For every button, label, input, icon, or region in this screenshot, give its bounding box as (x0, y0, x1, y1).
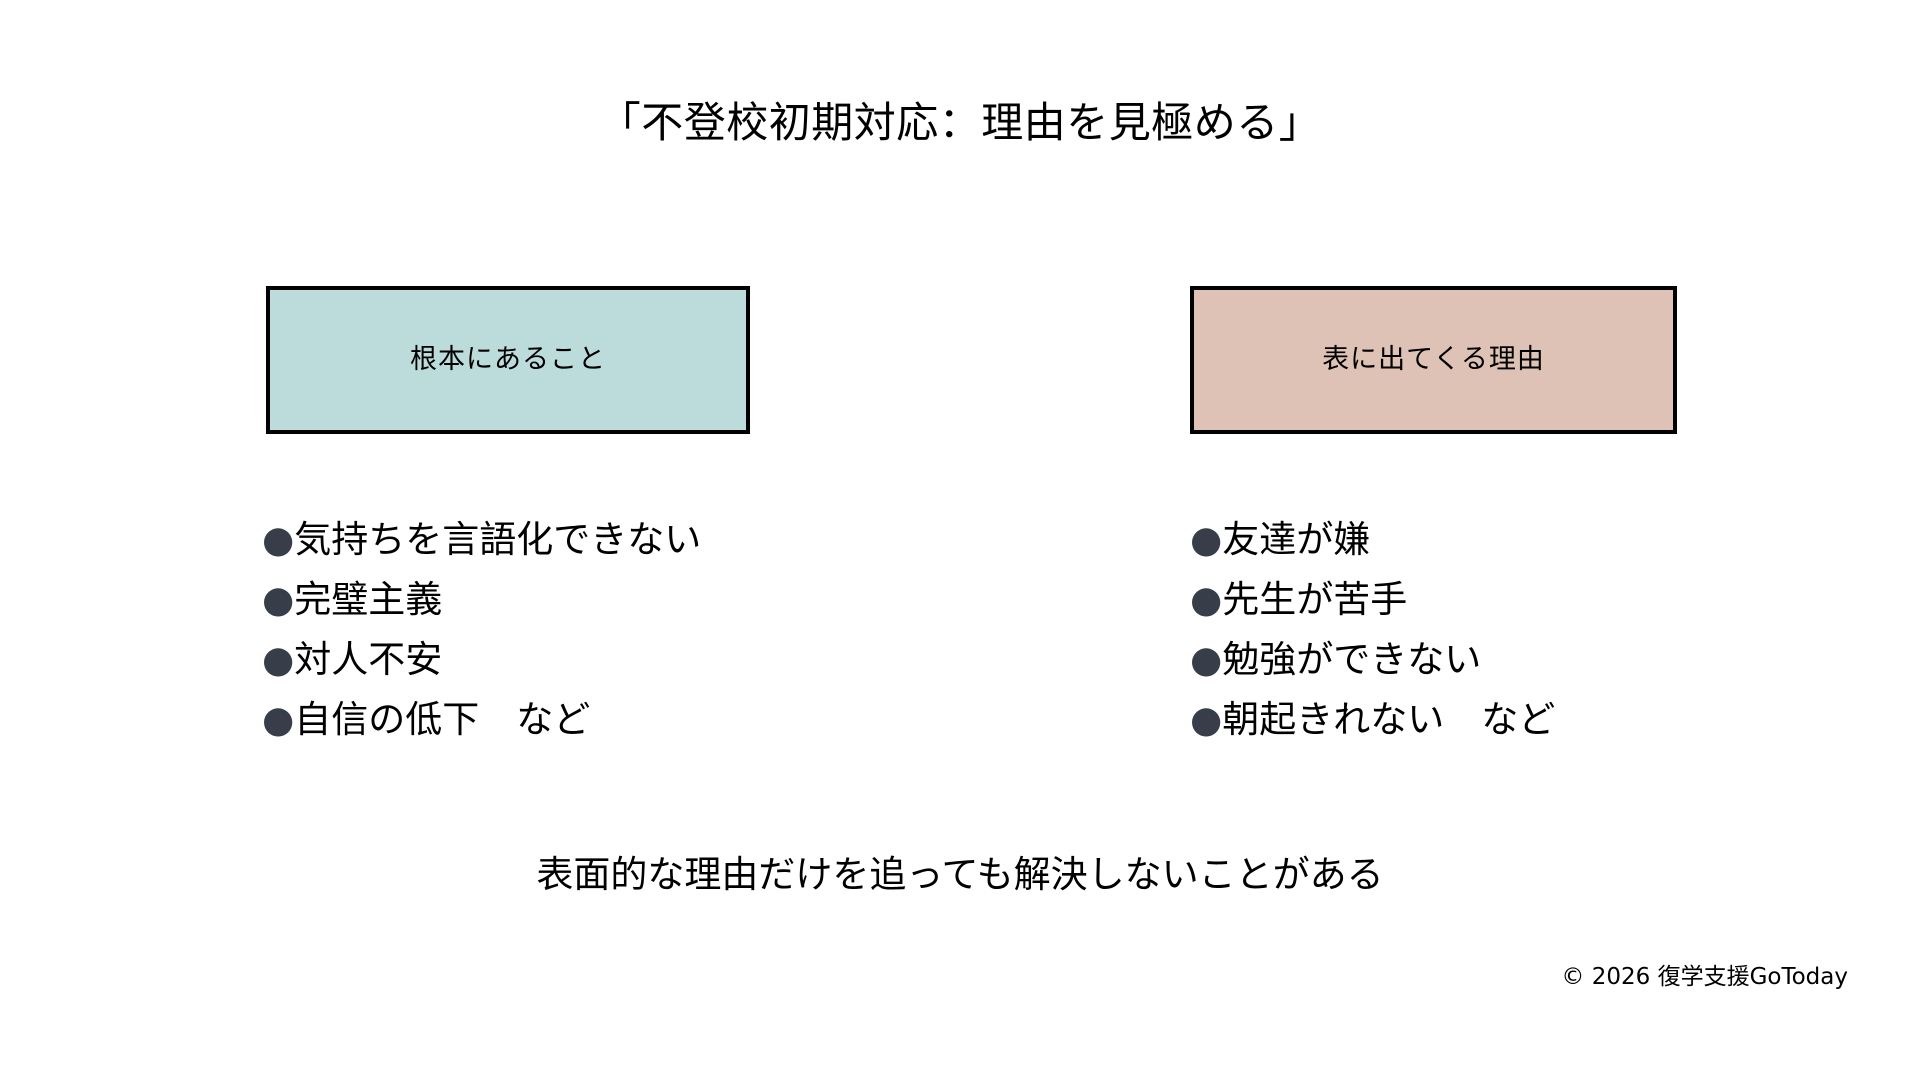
list-item-label: 朝起きれない など (1222, 698, 1556, 741)
list-item-label: 勉強ができない (1222, 638, 1482, 681)
bullet-list-surface-reasons: ● 友達が嫌 ● 先生が苦手 ● 勉強ができない ● 朝起きれない など (1190, 510, 1810, 750)
list-item: ● 気持ちを言語化できない (262, 510, 882, 570)
bullet-dot-icon: ● (262, 638, 295, 681)
list-item: ● 勉強ができない (1190, 630, 1810, 690)
header-box-label-root-causes: 根本にあること (410, 344, 606, 375)
copyright-footer: © 2026 復学支援GoToday (1561, 964, 1848, 990)
bullet-dot-icon: ● (1190, 578, 1223, 621)
header-box-label-surface-reasons: 表に出てくる理由 (1322, 344, 1545, 375)
list-item: ● 朝起きれない など (1190, 690, 1810, 750)
bullet-list-root-causes: ● 気持ちを言語化できない ● 完璧主義 ● 対人不安 ● 自信の低下 など (262, 510, 882, 750)
list-item-label: 対人不安 (294, 638, 443, 681)
bullet-dot-icon: ● (262, 518, 295, 561)
summary-caption: 表面的な理由だけを追っても解決しないことがある (536, 853, 1384, 896)
bullet-dot-icon: ● (262, 578, 295, 621)
bullet-dot-icon: ● (1190, 518, 1223, 561)
list-item: ● 対人不安 (262, 630, 882, 690)
list-item-label: 先生が苦手 (1222, 578, 1408, 621)
list-item: ● 友達が嫌 (1190, 510, 1810, 570)
list-item: ● 自信の低下 など (262, 690, 882, 750)
page-title: 「不登校初期対応：理由を見極める」 (598, 98, 1322, 147)
list-item: ● 先生が苦手 (1190, 570, 1810, 630)
bullet-dot-icon: ● (1190, 638, 1223, 681)
bullet-dot-icon: ● (262, 698, 295, 741)
bullet-dot-icon: ● (1190, 698, 1223, 741)
list-item-label: 自信の低下 など (294, 698, 591, 741)
list-item-label: 完璧主義 (294, 578, 443, 621)
list-item-label: 友達が嫌 (1222, 518, 1371, 561)
header-box-root-causes: 根本にあること (266, 286, 750, 434)
header-box-surface-reasons: 表に出てくる理由 (1190, 286, 1677, 434)
list-item: ● 完璧主義 (262, 570, 882, 630)
list-item-label: 気持ちを言語化できない (294, 518, 702, 561)
